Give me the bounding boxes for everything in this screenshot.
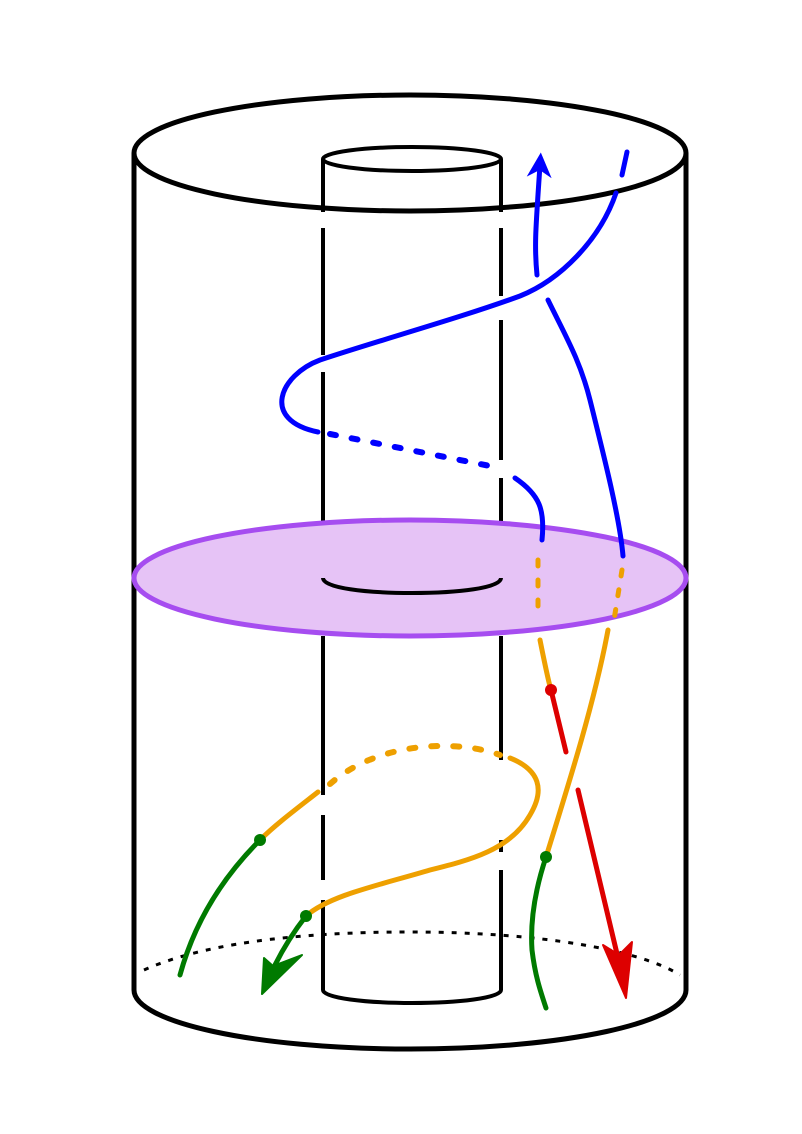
green-arrow-line xyxy=(272,913,309,968)
red-arrowhead xyxy=(602,941,633,999)
red-strand xyxy=(545,684,633,999)
orange-helix-back xyxy=(303,755,541,919)
green-left-curve xyxy=(177,837,263,978)
blue-right-down xyxy=(545,297,626,559)
outer-bottom-rim-back xyxy=(143,930,681,977)
green-dot-right xyxy=(540,851,552,863)
orange-right-down xyxy=(543,627,611,860)
blue-helix-main xyxy=(279,190,619,435)
blue-helix-upper xyxy=(619,149,630,178)
green-right-curve xyxy=(529,854,549,1011)
blue-up-arrow-line xyxy=(526,152,552,278)
green-dot-mid xyxy=(300,910,312,922)
outer-top-rim xyxy=(131,92,689,214)
blue-helix-lower xyxy=(512,475,546,543)
orange-helix-front xyxy=(257,789,321,843)
inner-bottom-rim xyxy=(321,989,503,1006)
blue-strands xyxy=(279,149,630,559)
green-arrowhead xyxy=(261,954,303,995)
green-strands xyxy=(177,834,552,1011)
orange-strands xyxy=(257,557,625,919)
orange-dotted-right xyxy=(611,567,625,623)
green-dot-left xyxy=(254,834,266,846)
blue-helix-dotted xyxy=(327,431,503,471)
orange-left-down xyxy=(537,637,554,693)
red-dot xyxy=(545,684,557,696)
purple-disk xyxy=(131,517,689,639)
orange-helix-top-dotted xyxy=(327,742,503,787)
red-upper xyxy=(548,687,569,755)
red-lower xyxy=(575,787,621,961)
outer-bottom-rim-front xyxy=(131,989,689,1052)
inner-tube-lower xyxy=(321,577,503,1006)
inner-top-rim xyxy=(321,145,503,173)
